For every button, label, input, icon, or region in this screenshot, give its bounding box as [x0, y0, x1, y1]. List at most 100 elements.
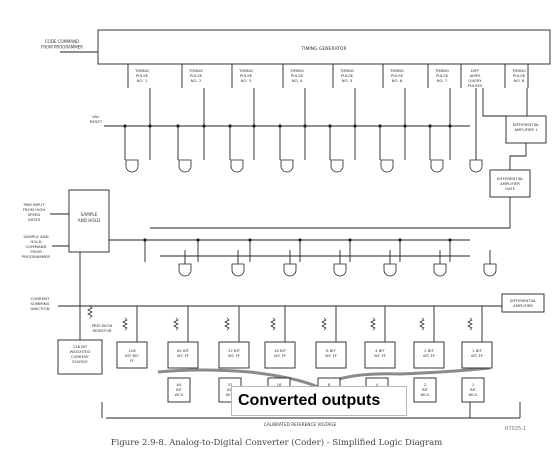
- bias-resistor: [224, 317, 230, 331]
- code-command-label: CODE COMMAND: [45, 39, 79, 44]
- wcg-label: WCG: [225, 393, 234, 397]
- timing-pulse-label: NO. 4: [292, 78, 303, 83]
- diff-amp-gate-label: GATE: [505, 186, 516, 191]
- sample-hold-command-label: FROM: [30, 249, 41, 254]
- pam-input-label: SPEED: [28, 212, 41, 217]
- weighted-current-label: SOURCE: [72, 359, 88, 364]
- analog-bus: [150, 197, 511, 229]
- wcg-label: 16: [277, 383, 282, 387]
- timing-generator-block: [97, 29, 551, 65]
- flipflop-label: WC FF: [228, 353, 240, 358]
- junction-dot: [428, 124, 432, 128]
- junction-dot: [448, 124, 452, 128]
- timing-pulse-label: PULSE: [136, 73, 149, 78]
- timing-pulse-label: TIMING: [511, 68, 526, 73]
- pam-input-label: PAM INPUT: [24, 202, 46, 207]
- weighted-current-source: [57, 339, 103, 375]
- timing-pulse-label: TIMING: [134, 68, 149, 73]
- differential-amplifier-gate: [489, 169, 531, 198]
- flipflop-label: 4 BIT: [375, 348, 385, 353]
- junction-dot: [176, 124, 180, 128]
- wcg-label: WCG: [174, 393, 183, 397]
- junction-dot: [278, 124, 282, 128]
- diff-amp-wire: [509, 143, 527, 170]
- diff-amp-1-label: AMPLIFIER 1: [514, 127, 538, 132]
- and-gate: [125, 159, 139, 173]
- timing-pulse-label: TIMING: [188, 68, 203, 73]
- pam-input-label: GATES: [28, 217, 41, 222]
- comparator-gate: [483, 263, 497, 277]
- junction-dot: [403, 124, 407, 128]
- vac-reset-label: RESET: [90, 119, 103, 124]
- figure-caption: Figure 2.9-8. Analog-to-Digital Converte…: [110, 438, 443, 448]
- pam-input-label: FROM HIGH: [23, 207, 46, 212]
- differential-amplifier-3: [501, 293, 545, 313]
- and-gate: [230, 159, 244, 173]
- wc-flipflop: [315, 341, 347, 369]
- flipflop-label: FF: [130, 358, 134, 363]
- flipflop-label: 64 BIT: [177, 348, 190, 353]
- timing-pulse-label: TIMING: [289, 68, 304, 73]
- wcg-block: [167, 377, 191, 403]
- flipflop-label: 1 BIT: [472, 348, 482, 353]
- bias-resistor: [173, 317, 179, 331]
- wcg-label: 64: [177, 383, 182, 387]
- timing-pulse-label: TIMING: [339, 68, 354, 73]
- wc-flipflop: [218, 341, 250, 369]
- flipflop-label: WC FF: [274, 353, 286, 358]
- wcg-label: WCG: [468, 393, 477, 397]
- timing-pulse-label: TIMING: [389, 68, 404, 73]
- timing-pulse-label: TIMING: [238, 68, 253, 73]
- comparator-gate: [178, 263, 192, 277]
- wcg-label: BIT: [470, 388, 477, 392]
- sample-hold-command-label: SAMPLE AND: [23, 234, 48, 239]
- timing-pulse-label: PULSE: [240, 73, 253, 78]
- wc-flipflop: [264, 341, 296, 369]
- and-gate: [430, 159, 444, 173]
- current-summing-label: SUMMING: [30, 301, 49, 306]
- flipflop-label: 2 BIT: [424, 348, 434, 353]
- timing-pulse-label: NO. 5: [342, 78, 353, 83]
- timing-pulse-label: NO. 2: [191, 78, 202, 83]
- junction-dot: [148, 124, 152, 128]
- wc-flipflop: [413, 341, 445, 369]
- bias-resistor: [321, 317, 327, 331]
- flipflop-label: 128: [128, 348, 136, 353]
- timing-pulse-label: DIFF: [471, 68, 480, 73]
- timing-pulse-label: PULSES: [468, 83, 483, 88]
- timing-pulse-label: QUERY: [468, 78, 482, 83]
- timing-pulse-label: PULSE: [436, 73, 449, 78]
- timing-pulse-label: PULSE: [391, 73, 404, 78]
- figure-number: R7025-1: [505, 426, 527, 432]
- timing-pulse-label: PULSE: [513, 73, 526, 78]
- sample-hold-command-label: PROGRAMMER: [22, 254, 51, 259]
- wcg-label: 4: [376, 383, 379, 387]
- flipflop-label: WC FF: [423, 353, 435, 358]
- timing-pulse-label: NO. 8: [514, 78, 525, 83]
- timing-pulse-label: PULSE: [190, 73, 203, 78]
- diff-amp-gate-label: DIFFERENTIAL: [497, 176, 525, 181]
- bias-resistor: [270, 317, 276, 331]
- junction-dot: [252, 124, 256, 128]
- wcg-label: BIT: [422, 388, 429, 392]
- wcg-label: BIT: [227, 388, 234, 392]
- bias-resistor: [419, 317, 425, 331]
- timing-pulse-label: NO. 1: [137, 78, 148, 83]
- timing-pulse-label: NO. 6: [392, 78, 403, 83]
- timing-pulse-label: PULSE: [341, 73, 354, 78]
- flipflop-label: 16 BIT: [274, 348, 287, 353]
- flipflop-label: 32 BIT: [228, 348, 241, 353]
- flipflop-label: WC FF: [325, 353, 337, 358]
- diff-amp-gate-label: AMPLIFIER: [500, 181, 520, 186]
- and-gate: [380, 159, 394, 173]
- flipflop-label: 8 BIT: [326, 348, 336, 353]
- wcg-label: 8: [328, 383, 331, 387]
- diff-amp-3-label: AMPLIFIER: [513, 303, 533, 308]
- timing-pulse-label: TIMING: [434, 68, 449, 73]
- junction-dot: [303, 124, 307, 128]
- reference-voltage-label: CALIBRATED REFERENCE VOLTAGE: [264, 422, 337, 427]
- wcg-label: WCG: [420, 393, 429, 397]
- timing-generator-label: TIMING GENERATOR: [300, 46, 346, 52]
- flipflop-label: WC FF: [177, 353, 189, 358]
